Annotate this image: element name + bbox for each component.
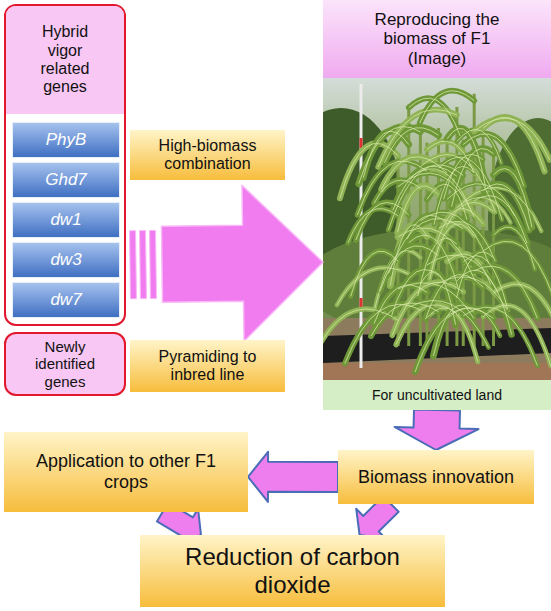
sorghum-plants — [323, 91, 551, 372]
connector-group — [395, 409, 479, 450]
caption-band: For uncultivated land — [323, 380, 551, 410]
node-text: High-biomass combination — [130, 137, 285, 174]
plant-leaf — [446, 202, 493, 227]
leaf-midrib — [426, 274, 484, 319]
leaf-midrib — [415, 308, 493, 372]
process-box: Biomass innovation — [338, 450, 534, 504]
node-text: Biomass innovation — [348, 467, 524, 488]
leaf-midrib — [494, 227, 535, 269]
flow-arrow — [395, 409, 479, 450]
leaf-midrib — [463, 256, 507, 309]
flow-arrow — [248, 452, 338, 502]
leaf-midrib — [463, 134, 524, 186]
leaf-midrib — [380, 246, 438, 291]
node-text: Reduction of carbon dioxide — [140, 543, 445, 598]
leaf-midrib — [483, 305, 551, 366]
node-text: dw7 — [50, 290, 81, 310]
node-text: PhyB — [46, 130, 87, 150]
gene-group-box: Newly identified genes — [4, 332, 126, 396]
leaf-midrib — [437, 208, 483, 241]
field-photo — [323, 78, 551, 380]
process-box: High-biomass combination — [130, 130, 285, 180]
gene-box: dw3 — [12, 242, 120, 278]
plant-leaf — [494, 284, 551, 336]
leaf-midrib — [427, 308, 478, 362]
leaf-midrib — [452, 149, 494, 207]
leaf-midrib — [337, 268, 409, 306]
leaf-midrib — [378, 110, 457, 167]
leaf-midrib — [483, 117, 544, 171]
leaf-midrib — [409, 300, 489, 347]
pole-mark — [360, 298, 363, 308]
node-text: Hybrid vigor related genes — [6, 6, 124, 114]
gene-box: dw7 — [12, 282, 120, 318]
gene-box: Ghd7 — [12, 162, 120, 198]
leaf-midrib — [340, 143, 398, 198]
block-arrow — [161, 185, 323, 341]
leaf-midrib — [390, 225, 427, 286]
leaf-midrib — [357, 161, 427, 215]
leaf-midrib — [444, 154, 484, 199]
leaf-midrib — [457, 197, 511, 222]
soil — [323, 363, 551, 380]
leaf-midrib — [439, 277, 508, 310]
node-text: Ghd7 — [45, 170, 87, 190]
leaf-midrib — [396, 305, 457, 345]
node-text: Reproducing the biomass of F1 (Image) — [323, 0, 551, 78]
gene-box: dw1 — [12, 202, 120, 238]
leaf-midrib — [457, 252, 494, 298]
leaf-midrib — [351, 251, 398, 296]
result-box: Reduction of carbon dioxide — [140, 535, 445, 607]
process-box: Pyramiding to inbred line — [130, 340, 285, 392]
connector-group — [130, 185, 323, 341]
leaf-midrib — [494, 284, 551, 336]
node-text: Newly identified genes — [6, 338, 124, 390]
leaf-midrib — [474, 266, 537, 318]
leaf-midrib — [345, 304, 421, 363]
leaf-midrib — [433, 305, 474, 356]
leaf-midrib — [348, 209, 398, 243]
leaf-midrib — [494, 169, 532, 228]
process-box: Application to other F1 crops — [4, 432, 248, 512]
leaf-midrib — [420, 272, 455, 325]
leaf-midrib — [392, 269, 448, 315]
gene-group-box: Hybrid vigor related genesPhyB Ghd7 dw1 dw3… — [4, 4, 126, 326]
leaf-midrib — [393, 166, 457, 210]
leaf-midrib — [363, 131, 408, 178]
leaf-midrib — [483, 241, 551, 298]
connector-group — [248, 452, 338, 502]
node-text: Pyramiding to inbred line — [130, 348, 285, 385]
plant-leaf — [483, 305, 551, 366]
image-panel: Reproducing the biomass of F1 (Image) — [323, 0, 551, 380]
plant-leaf — [483, 117, 544, 171]
node-text: dw1 — [50, 210, 81, 230]
leaf-midrib — [446, 202, 493, 227]
plant-leaf — [420, 91, 475, 123]
pole-mark — [360, 138, 363, 148]
leaf-midrib — [420, 91, 475, 123]
leaf-midrib — [427, 141, 474, 173]
arrow-stripe — [130, 231, 137, 299]
leaf-midrib — [463, 187, 541, 231]
plant-leaf — [345, 304, 421, 363]
leaf-midrib — [409, 98, 460, 136]
arrow-stripe — [150, 230, 157, 298]
gene-box: PhyB — [12, 122, 120, 158]
leaf-midrib — [418, 238, 457, 296]
leaf-midrib — [430, 224, 475, 280]
plant-leaf — [378, 110, 457, 167]
leaf-midrib — [381, 157, 447, 189]
arrow-stripe — [140, 231, 147, 299]
node-text: Application to other F1 crops — [4, 451, 248, 492]
leaf-midrib — [457, 270, 512, 334]
leaf-midrib — [389, 219, 464, 274]
node-text: For uncultivated land — [372, 387, 502, 403]
plant-leaf — [494, 227, 535, 269]
node-text: dw3 — [50, 250, 81, 270]
